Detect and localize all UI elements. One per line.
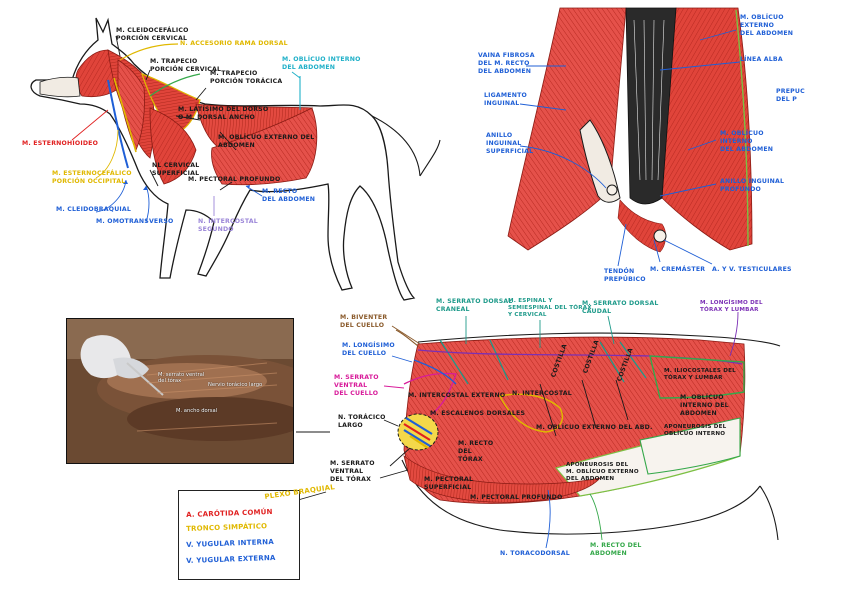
label-trunk-pectoral-superficial: M. PECTORAL SUPERFICIAL xyxy=(424,476,474,491)
label-dog-esternohioideo: M. ESTERNOHIOIDEO xyxy=(22,140,99,147)
muzzle xyxy=(39,76,81,98)
label-dog-trapecio-toracica: M. TRAPECIO PORCIÓN TORÁCICA xyxy=(210,70,283,85)
label-trunk-toracodorsal: N. TORACODORSAL xyxy=(500,550,570,557)
label-trunk-biventer: M. BIVENTER DEL CUELLO xyxy=(340,314,388,329)
label-trunk-espinal: M. ESPINAL Y SEMIESPINAL DEL TÓRAX Y CER… xyxy=(508,298,592,318)
label-dog-cleidocefalico: M. CLEIDOCEFÁLICO PORCIÓN CERVICAL xyxy=(116,27,189,42)
label-dog-accesorio: N. ACCESORIO RAMA DORSAL xyxy=(180,40,288,47)
label-trunk-toracico-largo: N. TORÁCICO LARGO xyxy=(338,414,386,429)
label-abdomen-int-oblicuo: M. OBLÍCUO INTERNO DEL ABDOMEN xyxy=(720,130,774,153)
label-trunk-recto-abd-trunk: M. RECTO DEL ABDOMEN xyxy=(590,542,642,557)
label-abdomen-tendon: TENDÓN PREPÚBICO xyxy=(604,268,646,283)
label-dog-recto-abdomen: M. RECTO DEL ABDOMEN xyxy=(262,188,316,203)
label-trunk-serrato-craneal: M. SERRATO DORSAL CRANEAL xyxy=(436,298,513,313)
abdomen-ventral-drawing xyxy=(507,7,753,267)
dissection-photo-image xyxy=(67,319,293,463)
photo-caption-dorsal: M. ancho dorsal xyxy=(176,408,218,414)
label-trunk-obliquo-int-trunk: M. OBLÍCUO INTERNO DEL ABDOMEN xyxy=(680,394,729,417)
label-trunk-intercostal-tag: N. INTERCOSTAL xyxy=(512,390,572,397)
label-trunk-serrato-ventral-cuello: M. SERRATO VENTRAL DEL CUELLO xyxy=(334,374,379,397)
photo-caption-nervio: Nervio torácico largo xyxy=(208,382,263,388)
shoulder xyxy=(149,107,197,185)
label-dog-esternocefalico: M. ESTERNOCEFÁLICO PORCIÓN OCCIPITAL xyxy=(52,170,132,185)
label-trunk-longisimo-cuello: M. LONGÍSIMO DEL CUELLO xyxy=(342,342,395,357)
label-dog-cleidobraquial: M. CLEIDOBRAQUIAL xyxy=(56,206,132,213)
label-abdomen-linea-alba: LÍNEA ALBA xyxy=(740,56,783,63)
label-trunk-pectoral-prof-trunk: M. PECTORAL PROFUNDO xyxy=(470,494,563,501)
label-dog-omotransverso: M. OMOTRANSVERSO xyxy=(96,218,174,225)
label-dog-trapecio-cervical: M. TRAPECIO PORCIÓN CERVICAL xyxy=(150,58,222,73)
trapezius xyxy=(141,73,201,135)
legend-box xyxy=(178,490,300,580)
abdomen-right-muscle xyxy=(659,7,753,251)
label-abdomen-testiculares: A. Y V. TESTICULARES xyxy=(712,266,792,273)
label-dog-cervical-superficial: NL CERVICAL SUPERFICIAL xyxy=(152,162,200,177)
label-abdomen-anillo-sup: ANILLO INGUINAL SUPERFICIAL xyxy=(486,132,534,155)
label-dog-intercostal: N. INTERCOSTAL SEGUNDO xyxy=(198,218,258,233)
label-abdomen-ligamento: LIGAMENTO INGUINAL xyxy=(484,92,527,107)
dog-outline xyxy=(30,17,416,301)
trunk-deep-drawing xyxy=(296,311,781,549)
label-abdomen-cut-right: PREPUC DEL P xyxy=(776,88,805,103)
label-trunk-obliquo-ext-trunk: M. OBLÍCUO EXTERNO DEL ABD. xyxy=(536,424,653,431)
label-trunk-escalenos: M. ESCALENOS DORSALES xyxy=(430,410,526,417)
linea-alba-band xyxy=(625,7,677,205)
abdomen-left-muscle xyxy=(507,7,627,251)
neck-cleidocephalic xyxy=(117,59,145,152)
label-trunk-aponeurosis-int: APONEUROSIS DEL OBLÍCUO INTERNO xyxy=(664,424,727,437)
external-oblique xyxy=(211,107,318,186)
label-trunk-intercostal-ext: M. INTERCOSTAL EXTERNO xyxy=(408,392,506,399)
label-trunk-aponeurosis-ext: APONEUROSIS DEL M. OBLÍCUO EXTERNO DEL A… xyxy=(566,462,639,482)
label-trunk-iliocostales: M. ILIOCOSTALES DEL TÓRAX Y LUMBAR xyxy=(664,368,736,381)
label-dog-pectoral-profundo: M. PECTORAL PROFUNDO xyxy=(188,176,281,183)
label-trunk-longisimo-torax: M. LONGÍSIMO DEL TÓRAX Y LUMBAR xyxy=(700,300,763,313)
label-dog-latisimo: M. LATÍSIMO DEL DORSO O M. DORSAL ANCHO xyxy=(178,106,269,121)
label-abdomen-cremaster: M. CREMÁSTER xyxy=(650,266,706,273)
label-trunk-serrato-ventral-torax: M. SERRATO VENTRAL DEL TÓRAX xyxy=(330,460,375,483)
label-trunk-serrato-caudal: M. SERRATO DORSAL CAUDAL xyxy=(582,300,659,315)
label-abdomen-ext-oblicuo: M. OBLÍCUO EXTERNO DEL ABDOMEN xyxy=(740,14,794,37)
label-abdomen-vaina: VAINA FIBROSA DEL M. RECTO DEL ABDOMEN xyxy=(478,52,535,75)
label-dog-obliquo-externo: M. OBLÍCUO EXTERNO DEL ABDOMEN xyxy=(218,134,315,149)
inguinal-region xyxy=(579,119,621,203)
label-abdomen-anillo-prof: ANILLO INGUINAL PROFUNDO xyxy=(720,178,785,193)
label-dog-obliquo-interno: M. OBLÍCUO INTERNO DEL ABDOMEN xyxy=(282,56,361,71)
label-trunk-recto-torax: M. RECTO DEL TÓRAX xyxy=(458,440,494,463)
dissection-photo xyxy=(66,318,294,464)
photo-caption-serrato: M. serrato ventral del tórax xyxy=(158,372,205,385)
